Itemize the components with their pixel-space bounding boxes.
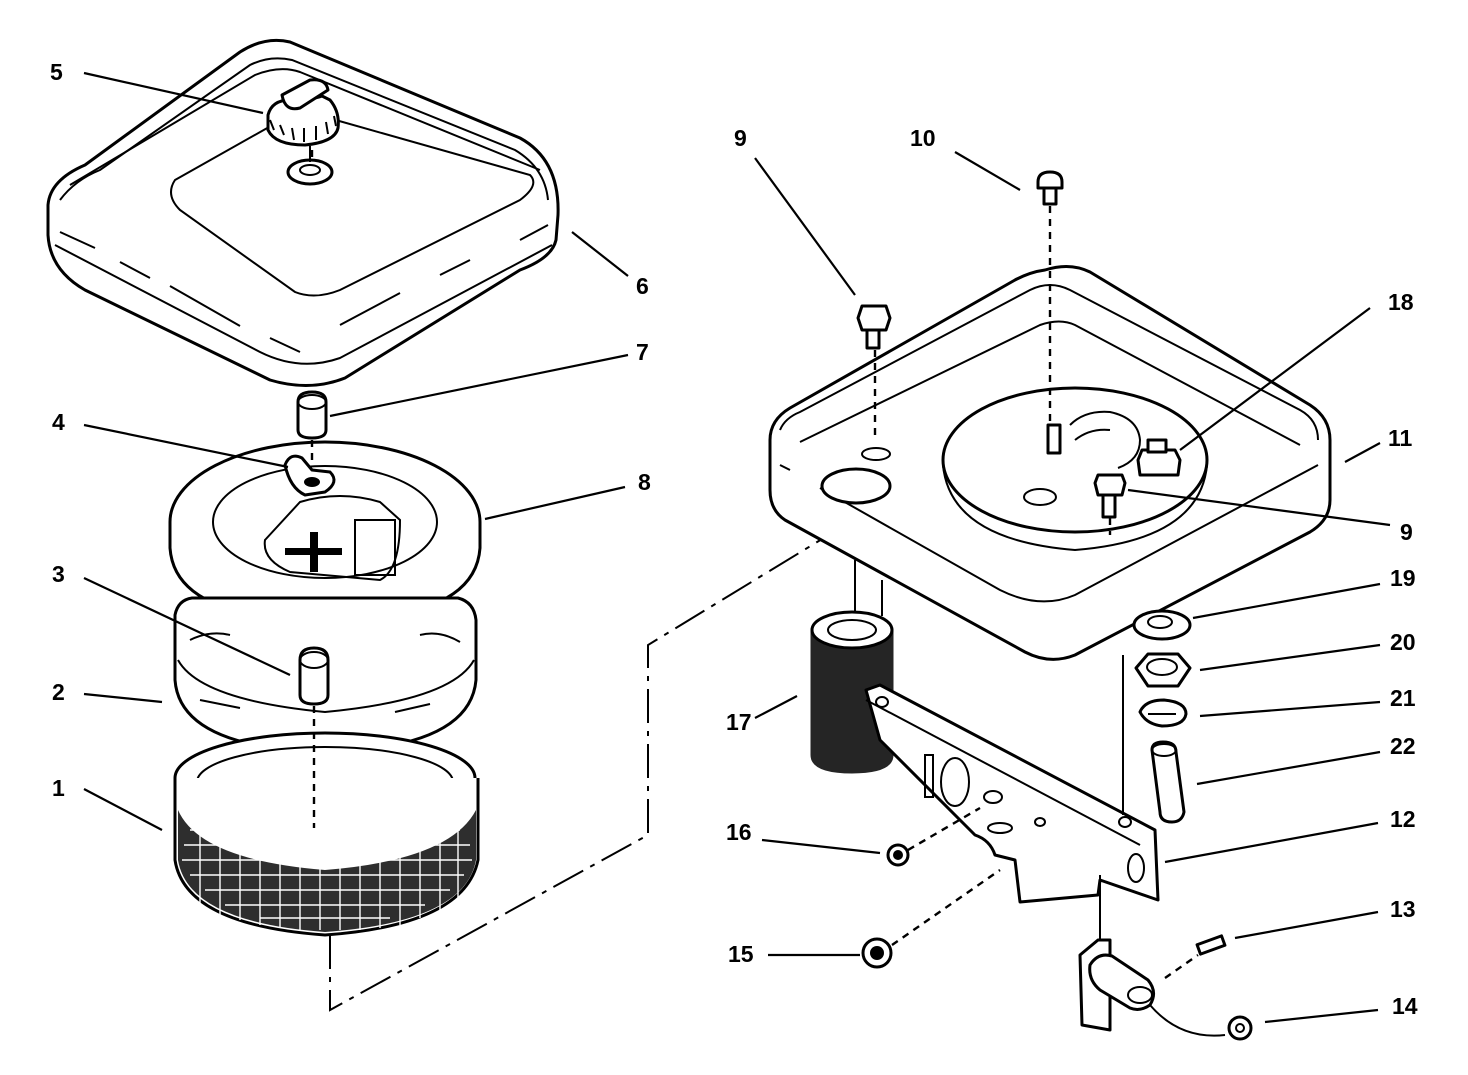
callout-10: 10 <box>910 125 936 151</box>
callout-5: 5 <box>50 59 63 85</box>
nut-15 <box>861 937 893 969</box>
wing-nut <box>283 454 336 497</box>
nut-16 <box>886 843 910 867</box>
callout-22: 22 <box>1390 733 1416 759</box>
cover-knob <box>266 78 340 186</box>
screw-in-base <box>1046 423 1062 455</box>
callout-7: 7 <box>636 339 649 365</box>
callout-9-base: 9 <box>1400 519 1413 545</box>
restriction-indicator <box>1078 934 1227 1037</box>
screw-top <box>1036 170 1064 206</box>
callout-13: 13 <box>1390 896 1416 922</box>
element-spacer <box>298 646 330 706</box>
tether-ring <box>1227 1015 1253 1041</box>
air-cleaner-base <box>768 265 1332 661</box>
callout-labels: 5 6 7 4 8 3 2 1 9 10 18 11 9 19 20 21 22… <box>50 59 1418 1019</box>
hex-nut <box>1134 652 1192 688</box>
callout-15: 15 <box>728 941 754 967</box>
stud-nut <box>1136 438 1182 477</box>
callout-1: 1 <box>52 775 65 801</box>
callout-12: 12 <box>1390 806 1416 832</box>
air-cleaner-cover <box>46 38 560 388</box>
callout-18: 18 <box>1388 289 1414 315</box>
bolt-on-base <box>1093 473 1127 519</box>
callout-21: 21 <box>1390 685 1416 711</box>
callout-8: 8 <box>638 469 651 495</box>
callout-3: 3 <box>52 561 65 587</box>
mounting-bracket <box>864 655 1160 904</box>
callout-6: 6 <box>636 273 649 299</box>
bolt-top-left <box>856 304 892 350</box>
hose-clamp <box>1138 698 1188 728</box>
callout-14: 14 <box>1392 993 1418 1019</box>
callout-16: 16 <box>726 819 752 845</box>
callout-19: 19 <box>1390 565 1416 591</box>
callout-20: 20 <box>1390 629 1416 655</box>
washer <box>1132 609 1192 641</box>
intake-hose <box>810 560 894 774</box>
callout-9-top: 9 <box>734 125 747 151</box>
breather-tube <box>1150 740 1186 824</box>
callout-2: 2 <box>52 679 65 705</box>
callout-4: 4 <box>52 409 65 435</box>
leader-lines <box>83 71 1391 1024</box>
element-cover-ring <box>168 440 482 622</box>
callout-11: 11 <box>1388 425 1413 451</box>
inner-filter-element <box>173 731 480 937</box>
callout-17: 17 <box>726 709 752 735</box>
wing-nut-spacer <box>296 390 328 440</box>
